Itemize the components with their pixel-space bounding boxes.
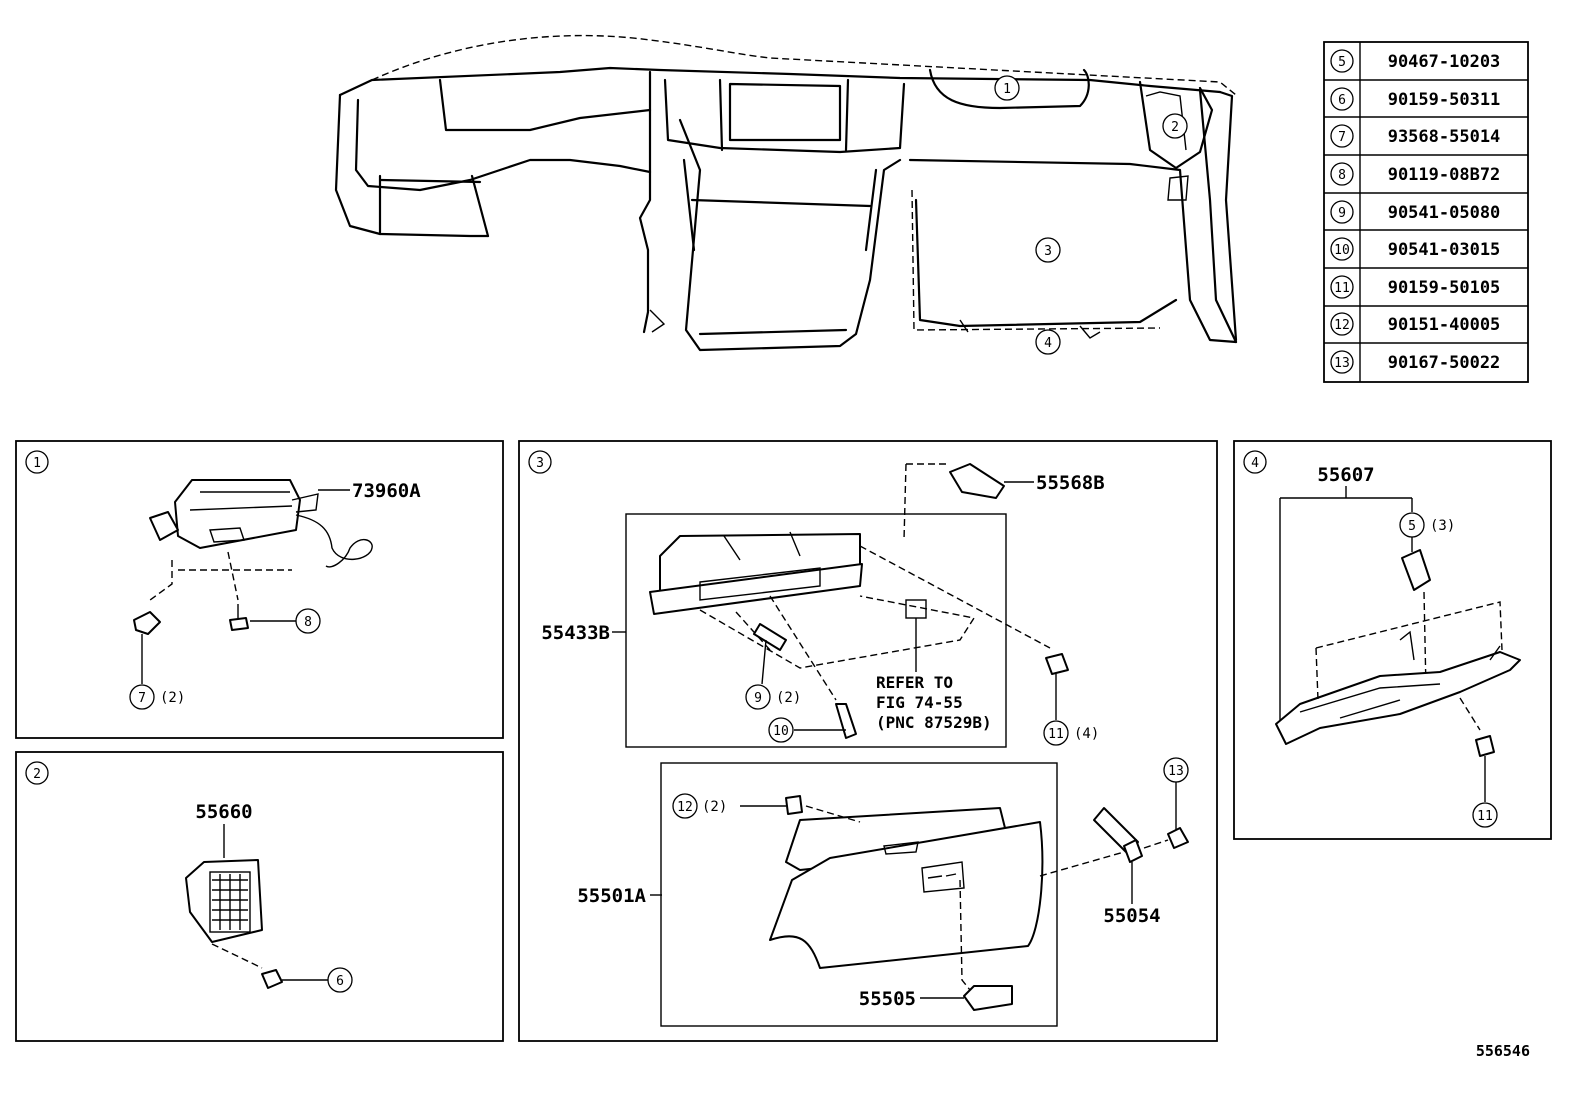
svg-text:4: 4 (1044, 336, 1052, 351)
svg-text:90119-08B72: 90119-08B72 (1388, 165, 1501, 185)
table-row: 12 90151-40005 (1330, 312, 1501, 336)
svg-text:3: 3 (1044, 244, 1052, 259)
svg-text:2: 2 (1171, 120, 1179, 135)
svg-text:3: 3 (536, 456, 544, 471)
svg-text:9: 9 (1338, 206, 1346, 221)
svg-text:8: 8 (304, 615, 312, 630)
screw-11-panel4-drawing (1475, 735, 1495, 757)
svg-text:(4): (4) (1074, 726, 1099, 742)
svg-text:55660: 55660 (195, 801, 252, 823)
callout-3: 3 (1035, 237, 1061, 263)
svg-text:93568-55014: 93568-55014 (1388, 127, 1501, 147)
table-row: 9 90541-05080 (1330, 200, 1501, 224)
svg-text:9: 9 (754, 691, 762, 706)
clip-10-drawing (835, 703, 857, 739)
svg-text:13: 13 (1168, 764, 1184, 779)
svg-text:1: 1 (33, 456, 41, 471)
svg-text:90541-03015: 90541-03015 (1388, 240, 1501, 260)
bolt-8-drawing (229, 604, 249, 631)
callout-4: 4 (1035, 329, 1061, 355)
fastener-table: 5 90467-10203 6 90159-50311 7 93568-5501… (1323, 41, 1529, 383)
clip-5-drawing (1401, 549, 1431, 591)
svg-text:(2): (2) (702, 799, 727, 815)
svg-text:8: 8 (1338, 168, 1346, 183)
screw-13-drawing (1167, 827, 1189, 849)
svg-text:(PNC 87529B): (PNC 87529B) (876, 713, 992, 732)
svg-text:5: 5 (1338, 55, 1346, 70)
table-row: 7 93568-55014 (1330, 124, 1501, 148)
svg-text:12: 12 (1334, 318, 1350, 333)
svg-text:55433B: 55433B (541, 622, 610, 644)
svg-text:(2): (2) (776, 690, 801, 706)
vent-louver-drawing (185, 859, 263, 943)
clip-9-drawing (753, 623, 787, 651)
svg-text:90467-10203: 90467-10203 (1388, 52, 1501, 72)
table-row: 6 90159-50311 (1330, 87, 1501, 111)
lower-panel-drawing (1275, 630, 1521, 745)
glove-box-drawing (769, 807, 1044, 969)
svg-text:4: 4 (1251, 456, 1259, 471)
upper-compartment-drawing (649, 531, 863, 615)
svg-text:11: 11 (1334, 281, 1350, 296)
panel-4: 4 55607 5 (3) 11 (1233, 440, 1552, 840)
svg-text:73960A: 73960A (352, 480, 421, 502)
table-row: 5 90467-10203 (1330, 49, 1501, 73)
svg-text:10: 10 (773, 724, 789, 739)
svg-text:(3): (3) (1430, 518, 1455, 534)
panel-2: 2 55660 6 (15, 751, 504, 1042)
svg-text:55607: 55607 (1317, 464, 1374, 486)
svg-text:55501A: 55501A (577, 885, 646, 907)
svg-text:11: 11 (1048, 727, 1064, 742)
svg-text:2: 2 (33, 767, 41, 782)
table-row: 10 90541-03015 (1330, 237, 1501, 261)
svg-text:5: 5 (1408, 519, 1416, 534)
svg-text:90541-05080: 90541-05080 (1388, 203, 1501, 223)
bolt-12-drawing (785, 795, 803, 815)
svg-text:90151-40005: 90151-40005 (1388, 315, 1501, 335)
svg-text:6: 6 (1338, 93, 1346, 108)
latch-55505-drawing (963, 985, 1013, 1011)
svg-text:1: 1 (1003, 82, 1011, 97)
svg-text:55505: 55505 (859, 988, 916, 1010)
svg-text:55054: 55054 (1103, 905, 1160, 927)
svg-text:FIG 74-55: FIG 74-55 (876, 693, 963, 712)
screw-11-drawing (1045, 653, 1069, 675)
svg-text:(2): (2) (160, 690, 185, 706)
svg-text:REFER TO: REFER TO (876, 673, 953, 692)
panel-3: 3 55568B 55433B 9 (2) (518, 440, 1218, 1042)
diagram-number: 556546 (1476, 1042, 1530, 1060)
svg-text:90159-50105: 90159-50105 (1388, 278, 1501, 298)
svg-text:10: 10 (1334, 243, 1350, 258)
svg-text:13: 13 (1334, 356, 1350, 371)
svg-text:12: 12 (677, 800, 693, 815)
panel-1: 1 73960A 7 (2) 8 (15, 440, 504, 739)
table-row: 13 90167-50022 (1330, 350, 1501, 374)
airbag-module-drawing (149, 479, 373, 568)
clip-7-drawing (133, 611, 161, 635)
svg-text:6: 6 (336, 974, 344, 989)
svg-text:90159-50311: 90159-50311 (1388, 90, 1501, 110)
screw-6-drawing (261, 969, 283, 989)
instrument-panel-frame-drawing (334, 34, 1238, 352)
svg-text:55568B: 55568B (1036, 472, 1105, 494)
callout-1: 1 (994, 75, 1020, 101)
svg-text:7: 7 (138, 691, 146, 706)
bracket-55568b-drawing (949, 463, 1005, 499)
lock-cylinder-drawing (1093, 807, 1143, 863)
svg-text:11: 11 (1477, 809, 1493, 824)
table-row: 8 90119-08B72 (1330, 162, 1501, 186)
table-row: 11 90159-50105 (1330, 275, 1501, 299)
callout-2: 2 (1162, 113, 1188, 139)
svg-text:7: 7 (1338, 130, 1346, 145)
svg-text:90167-50022: 90167-50022 (1388, 353, 1501, 373)
